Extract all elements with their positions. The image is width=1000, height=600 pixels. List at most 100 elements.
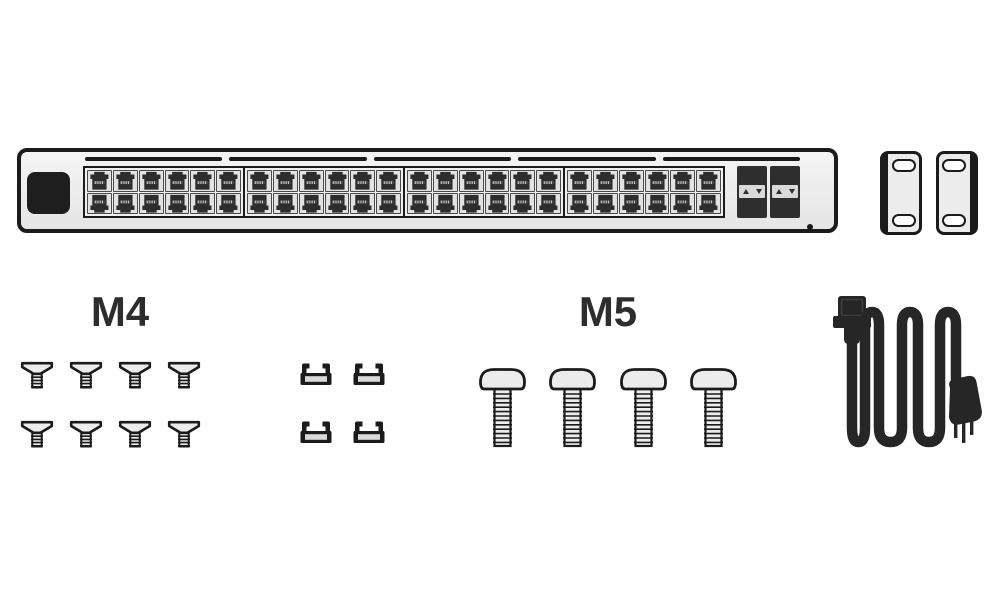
rj45-jack-icon [513, 194, 532, 213]
rj45-port [407, 192, 432, 214]
rj45-jack-icon [193, 194, 212, 213]
rj45-port [272, 170, 298, 192]
flat-head-screw-icon [167, 361, 201, 389]
rj45-jack-icon [302, 194, 321, 213]
rj45-port [324, 192, 350, 214]
rj45-jack-icon [276, 194, 295, 213]
cage-nut-icon [353, 421, 385, 443]
rj45-jack-icon [436, 171, 455, 190]
pan-head-screw-icon [619, 368, 667, 448]
rj45-port [458, 170, 484, 192]
rj45-jack-icon [142, 171, 161, 190]
rj45-jack-icon [699, 171, 718, 190]
m4-label: M4 [90, 288, 150, 335]
switch-front-panel [17, 148, 838, 233]
flat-head-screw-icon [20, 361, 54, 389]
pan-head-screw-icon [549, 368, 597, 448]
rj45-jack-icon [90, 171, 109, 190]
rack-ear-right [936, 151, 978, 235]
vent-slot [373, 157, 512, 161]
rj45-jack-icon [193, 171, 212, 190]
m4-screw [118, 361, 152, 391]
pan-head-screw-icon [479, 368, 526, 448]
rj45-port [670, 170, 696, 192]
sfp-latch [772, 185, 798, 198]
rj45-jack-icon [622, 194, 641, 213]
rj45-port [190, 192, 216, 214]
m5-screw [479, 368, 526, 449]
ear-slot [942, 159, 966, 172]
rj45-port [164, 170, 190, 192]
rj45-port [592, 192, 618, 214]
rj45-jack-icon [673, 194, 692, 213]
m5-label: M5 [578, 288, 638, 335]
rj45-port-group [403, 166, 565, 218]
m4-screw [167, 361, 201, 391]
rj45-jack-icon [487, 171, 506, 190]
cage-nuts-group [299, 362, 386, 445]
rj45-jack-icon [353, 194, 372, 213]
m4-screw [20, 361, 54, 391]
rj45-port [138, 192, 164, 214]
ear-slot [892, 214, 916, 227]
rj45-jack-icon [622, 171, 641, 190]
rj45-port [536, 192, 561, 214]
rj45-port [484, 192, 510, 214]
cage-nut-icon [300, 363, 332, 385]
rj45-jack-icon [513, 171, 532, 190]
rj45-jack-icon [462, 194, 481, 213]
rj45-port [510, 170, 536, 192]
m4-screw [20, 420, 54, 450]
rj45-jack-icon [596, 194, 615, 213]
rj45-port-group [563, 166, 725, 218]
vent-slot [518, 157, 656, 161]
rj45-port [592, 170, 618, 192]
cage-nut [352, 420, 386, 445]
vent-slots [85, 157, 801, 161]
rj45-port [510, 192, 536, 214]
triangle-down-icon [755, 189, 762, 194]
rj45-port [138, 170, 164, 192]
rj45-port [644, 170, 670, 192]
status-led-dot [807, 224, 813, 230]
rj45-jack-icon [142, 194, 161, 213]
sfp-port-area [737, 166, 800, 218]
cage-nut [299, 420, 333, 445]
rj45-port [484, 170, 510, 192]
power-cable-icon [833, 296, 982, 448]
rj45-port [432, 192, 458, 214]
rj45-port [87, 170, 112, 192]
rj45-jack-icon [673, 171, 692, 190]
m5-screw [690, 368, 737, 449]
rj45-port [536, 170, 561, 192]
triangle-up-icon [775, 189, 782, 194]
m4-screw [69, 361, 103, 391]
pan-head-screw-icon [690, 368, 737, 448]
rj45-port-area [83, 166, 725, 218]
rj45-port [670, 192, 696, 214]
rj45-jack-icon [219, 171, 238, 190]
rj45-jack-icon [410, 171, 429, 190]
vent-slot [85, 157, 223, 161]
rj45-jack-icon [699, 194, 718, 213]
rj45-jack-icon [570, 171, 589, 190]
rj45-port [567, 170, 592, 192]
rj45-port [458, 192, 484, 214]
rj45-port [298, 170, 324, 192]
cable-coil [846, 306, 962, 448]
rj45-jack-icon [327, 194, 346, 213]
rj45-port-group [83, 166, 245, 218]
rj45-jack-icon [327, 171, 346, 190]
rj45-port [272, 192, 298, 214]
rj45-port [696, 170, 721, 192]
m5-screws-group [479, 368, 737, 449]
rj45-jack-icon [379, 171, 398, 190]
rj45-port [216, 192, 241, 214]
rj45-port [350, 170, 376, 192]
rj45-jack-icon [487, 194, 506, 213]
rj45-jack-icon [167, 171, 186, 190]
m4-screw [69, 420, 103, 450]
rj45-jack-icon [116, 171, 135, 190]
rj45-port [618, 170, 644, 192]
rj45-port [87, 192, 112, 214]
